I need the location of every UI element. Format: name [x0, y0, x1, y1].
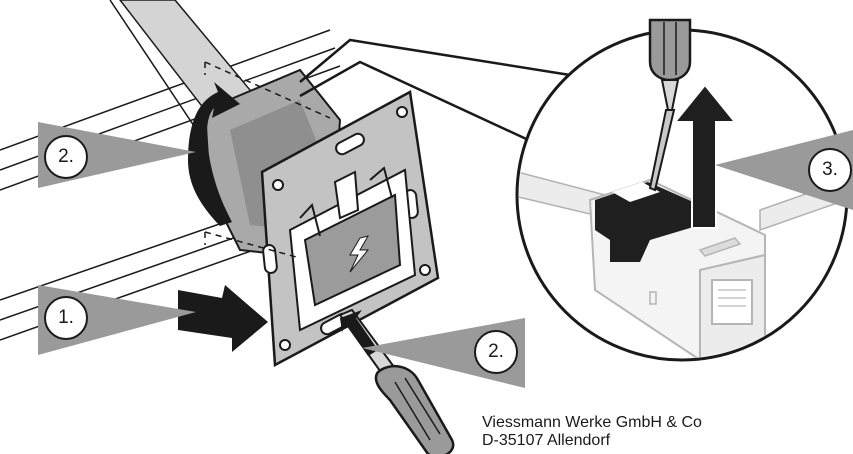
- step-number: 3.: [822, 159, 838, 180]
- plate-slots: [262, 106, 431, 351]
- latch-tab: [333, 170, 360, 220]
- release-latch: [595, 182, 700, 262]
- step-label-3: 3.: [808, 148, 852, 192]
- zoom-connectors: [299, 38, 571, 152]
- lightning-mark: [349, 235, 370, 273]
- step-label-2-screwdriver: 2.: [474, 330, 518, 374]
- press-arrow: [178, 285, 268, 352]
- step-number: 2.: [488, 341, 504, 362]
- screwdriver-arrow: [340, 310, 378, 356]
- screwdriver-upper: [648, 18, 692, 192]
- credit-line-address: D-35107 Allendorf: [482, 432, 611, 449]
- detail-circle: [515, 18, 853, 362]
- rj45-port: [711, 279, 753, 325]
- step-number: 2.: [58, 146, 74, 167]
- guide-lines: [204, 61, 331, 259]
- step-label-1: 1.: [44, 296, 88, 340]
- credit-line-company: Viessmann Werke GmbH & Co: [482, 414, 702, 431]
- clip-left: [299, 202, 321, 237]
- clip-right: [369, 166, 393, 199]
- rotate-arrow: [188, 82, 240, 226]
- step-label-2-rotate: 2.: [44, 135, 88, 179]
- manufacturer-credit: Viessmann Werke GmbH & Co D-35107 Allend…: [482, 414, 702, 450]
- step-number: 1.: [58, 307, 74, 328]
- release-arrow: [672, 83, 738, 229]
